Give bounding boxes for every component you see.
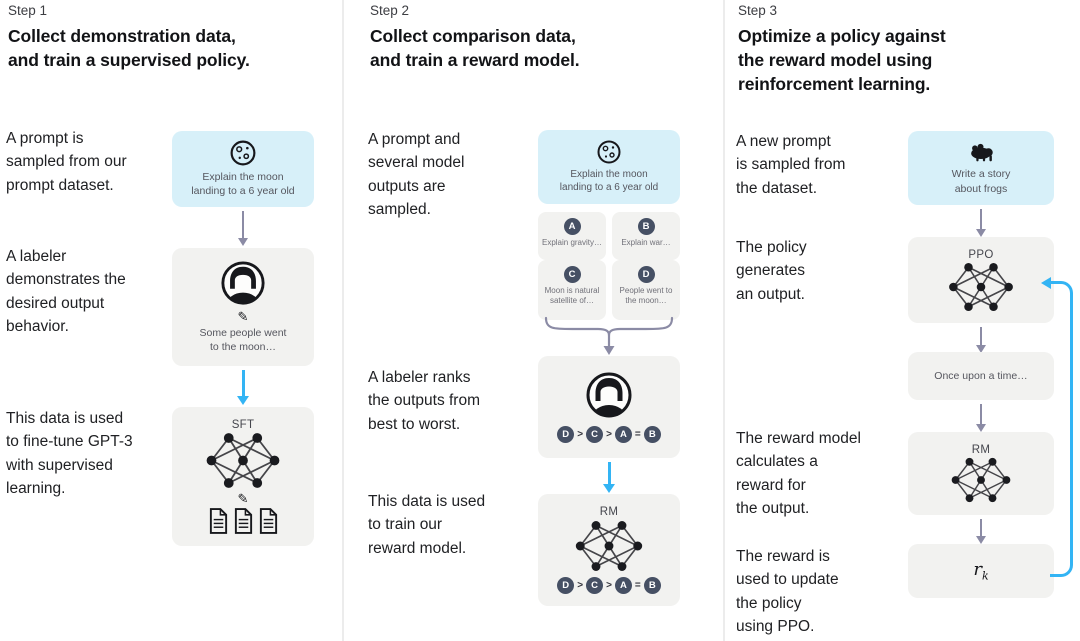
step3-prompt-caption: Write a story about frogs bbox=[951, 168, 1011, 195]
column-divider bbox=[342, 0, 344, 641]
output-b-badge: B bbox=[637, 218, 655, 235]
rank-op: = bbox=[634, 580, 641, 591]
reward-value: rk bbox=[973, 559, 989, 583]
rank-badge: A bbox=[614, 577, 632, 594]
rank-badge: C bbox=[586, 577, 604, 594]
step3-prompt-box: Write a story about frogs bbox=[908, 131, 1054, 205]
rm-label: RM bbox=[599, 506, 619, 518]
step3-label: Step 3 bbox=[738, 3, 778, 18]
step2-title: Collect comparison data, and train a rew… bbox=[370, 26, 580, 71]
sft-label: SFT bbox=[231, 418, 255, 431]
step1-title: Collect demonstration data, and train a … bbox=[8, 26, 250, 71]
pencil-icon: ✎ bbox=[237, 490, 249, 506]
step3-annotation-reward-calc: The reward model calculates a reward for… bbox=[736, 430, 861, 517]
output-box-c: C Moon is natural satellite of… bbox=[538, 260, 606, 320]
output-c-caption: Moon is natural satellite of… bbox=[544, 286, 600, 306]
rank-badge: C bbox=[586, 426, 604, 443]
rank-op: = bbox=[634, 429, 641, 440]
labeler-avatar-icon bbox=[585, 371, 633, 419]
rm-label: RM bbox=[971, 444, 991, 456]
frog-icon bbox=[971, 144, 993, 162]
step1-annotation-finetune: This data is used to fine-tune GPT-3 wit… bbox=[6, 410, 133, 497]
neural-network-icon bbox=[948, 261, 1014, 312]
feedback-loop-arrow bbox=[1050, 281, 1073, 577]
step1-prompt-caption: Explain the moon landing to a 6 year old bbox=[191, 170, 295, 197]
ranking-row: D > C > A = B bbox=[557, 426, 661, 443]
output-d-caption: People went to the moon… bbox=[619, 286, 673, 306]
neural-network-icon bbox=[950, 457, 1012, 503]
rank-op: > bbox=[606, 580, 612, 591]
step2-prompt-box: Explain the moon landing to a 6 year old bbox=[538, 130, 680, 204]
output-d-badge: D bbox=[637, 266, 655, 283]
arrow-down-icon bbox=[974, 209, 987, 237]
step3-rm-box: RM bbox=[908, 432, 1054, 515]
documents-icon bbox=[208, 507, 279, 535]
arrow-down-blue-icon bbox=[237, 370, 249, 405]
step3-output-box: Once upon a time… bbox=[908, 352, 1054, 400]
step1-labeler-box: ✎ Some people went to the moon… bbox=[172, 248, 314, 366]
rank-badge: A bbox=[614, 426, 632, 443]
arrow-down-blue-icon bbox=[603, 462, 615, 493]
step2-annotation-ranks: A labeler ranks the outputs from best to… bbox=[368, 369, 481, 433]
step3-reward-box: rk bbox=[908, 544, 1054, 598]
output-a-badge: A bbox=[563, 218, 581, 235]
step2-label: Step 2 bbox=[370, 3, 410, 18]
rank-badge: B bbox=[643, 426, 661, 443]
neural-network-icon bbox=[205, 431, 281, 489]
rank-badge: B bbox=[643, 577, 661, 594]
arrow-down-icon bbox=[236, 211, 249, 246]
step2-annotation-sampled: A prompt and several model outputs are s… bbox=[368, 131, 465, 218]
step3-title: Optimize a policy against the reward mod… bbox=[738, 26, 946, 95]
neural-network-icon bbox=[574, 520, 644, 572]
output-box-a: A Explain gravity… bbox=[538, 212, 606, 260]
step1-sft-box: SFT ✎ bbox=[172, 407, 314, 546]
output-box-b: B Explain war… bbox=[612, 212, 680, 260]
output-c-badge: C bbox=[563, 266, 581, 283]
arrow-down-icon bbox=[974, 519, 987, 544]
step3-annotation-update: The reward is used to update the policy … bbox=[736, 548, 839, 635]
ranking-row: D > C > A = B bbox=[557, 577, 661, 594]
step2-annotation-train: This data is used to train our reward mo… bbox=[368, 493, 486, 557]
step1-prompt-box: Explain the moon landing to a 6 year old bbox=[172, 131, 314, 207]
step1-label: Step 1 bbox=[8, 3, 48, 18]
ppo-label: PPO bbox=[968, 248, 994, 261]
pencil-icon: ✎ bbox=[237, 308, 249, 324]
arrow-down-icon bbox=[974, 404, 987, 432]
moon-icon bbox=[230, 140, 256, 166]
labeler-avatar-icon bbox=[220, 260, 266, 306]
rank-op: > bbox=[577, 429, 584, 440]
step1-annotation-labeler: A labeler demonstrates the desired outpu… bbox=[6, 248, 126, 335]
rank-op: > bbox=[577, 580, 584, 591]
step2-ranking-box: D > C > A = B bbox=[538, 356, 680, 458]
step3-annotation-policy: The policy generates an output. bbox=[736, 239, 807, 303]
merge-brace-icon bbox=[544, 316, 674, 355]
step2-prompt-caption: Explain the moon landing to a 6 year old bbox=[559, 168, 659, 194]
arrow-down-icon bbox=[974, 327, 987, 353]
output-box-d: D People went to the moon… bbox=[612, 260, 680, 320]
rank-badge: D bbox=[557, 577, 575, 594]
step1-annotation-prompt: A prompt is sampled from our prompt data… bbox=[6, 130, 127, 194]
output-a-caption: Explain gravity… bbox=[541, 238, 603, 247]
rank-op: > bbox=[606, 429, 612, 440]
moon-icon bbox=[597, 140, 621, 163]
step3-output-caption: Once upon a time… bbox=[934, 369, 1028, 382]
column-divider bbox=[723, 0, 725, 641]
step1-demonstration-caption: Some people went to the moon… bbox=[199, 326, 287, 353]
rank-badge: D bbox=[557, 426, 575, 443]
feedback-arrowhead-icon bbox=[1041, 276, 1051, 289]
output-b-caption: Explain war… bbox=[621, 238, 671, 247]
step3-ppo-box: PPO bbox=[908, 237, 1054, 323]
step3-annotation-prompt: A new prompt is sampled from the dataset… bbox=[736, 133, 846, 197]
step2-rm-box: RM D > C > A = B bbox=[538, 494, 680, 606]
